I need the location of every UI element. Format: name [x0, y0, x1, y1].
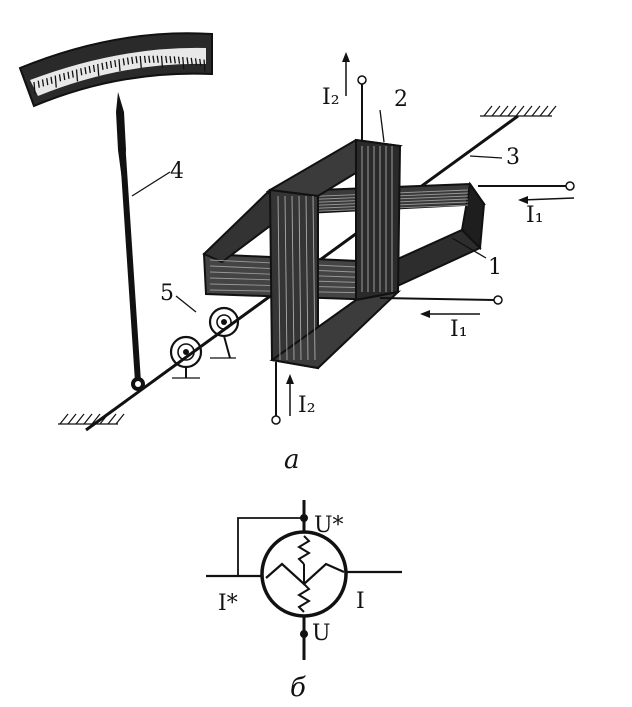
hatch-stroke [99, 413, 109, 425]
label-part-1: 1 [488, 255, 502, 280]
caption-b: б [290, 673, 306, 702]
scale-tick [152, 55, 155, 63]
scale-tick [139, 55, 142, 69]
scale-tick [80, 68, 83, 76]
scale-tick [194, 58, 198, 66]
scale-tick [58, 74, 62, 82]
scale-tick [199, 58, 202, 67]
scale-tick [135, 56, 138, 64]
hatch-stroke [483, 105, 493, 117]
hatch-stroke [515, 105, 525, 117]
scale-tick [156, 55, 159, 63]
schematic-terminal-U-star: U* [314, 513, 344, 538]
caption-a: а [284, 445, 300, 475]
scale-tick [122, 58, 125, 66]
scale-tick [92, 64, 96, 73]
scale-tick [33, 81, 36, 95]
hatch-stroke [67, 413, 77, 425]
scale-tick [88, 65, 91, 74]
scale-tick [177, 56, 181, 64]
leader-lines [131, 109, 503, 313]
hatch-stroke [491, 105, 501, 117]
scale-tick [165, 55, 168, 64]
scale-tick [50, 76, 53, 84]
scale-tick [101, 62, 104, 70]
coil-winding [291, 195, 295, 361]
schematic-terminal-I: I [356, 589, 365, 614]
coil-winding [298, 195, 302, 361]
scale-tick [71, 70, 74, 78]
hatch-stroke [547, 105, 557, 117]
scale-tick [105, 61, 108, 69]
current-leads [271, 52, 575, 425]
label-current-I1-right: I₁ [526, 203, 544, 228]
hatch-stroke [531, 105, 541, 117]
scale-tick [46, 78, 49, 86]
movable-coil [266, 138, 403, 370]
scale-tick [97, 63, 100, 76]
label-current-I2-bottom: I₂ [298, 393, 316, 418]
hatch-stroke [83, 413, 93, 425]
scale-tick [84, 67, 87, 75]
scale-tick [75, 69, 79, 82]
hatch-stroke [523, 105, 533, 117]
schematic-terminal-U: U [312, 621, 331, 646]
hatch-stroke [539, 105, 549, 117]
scale-tick [190, 57, 193, 65]
schematic-terminal-I-star: I* [218, 591, 238, 616]
hatch-stroke [115, 413, 125, 425]
scale-tick [54, 75, 57, 88]
scale-tick [118, 59, 121, 72]
scale-tick [131, 56, 134, 64]
scale-tick [37, 80, 40, 88]
scale-tick [109, 60, 113, 69]
scale-tick [67, 71, 70, 79]
scale-tick [63, 72, 66, 81]
hatch-stroke [107, 413, 117, 425]
scale-tick [173, 56, 176, 64]
scale-tick [114, 59, 117, 68]
instrument-scale [18, 32, 213, 108]
label-current-I1-lower: I₁ [450, 317, 468, 342]
scale-tick [186, 57, 189, 65]
scale-tick [41, 79, 45, 87]
label-part-2: 2 [394, 87, 408, 112]
coil-winding [277, 195, 281, 361]
scale-tick [148, 55, 151, 63]
spiral-springs [169, 306, 240, 378]
ground-symbols [58, 105, 557, 425]
scale-tick [126, 57, 130, 65]
coil-winding [312, 195, 316, 361]
coil-winding [305, 195, 309, 361]
label-part-3: 3 [506, 145, 520, 170]
scale-tick [160, 55, 164, 68]
label-part-5: 5 [160, 281, 174, 306]
hatch-stroke [91, 413, 101, 425]
scale-tick [143, 55, 147, 63]
hatch-stroke [75, 413, 85, 425]
hatch-stroke [59, 413, 69, 425]
hatch-stroke [499, 105, 509, 117]
scale-tick [169, 56, 172, 64]
pointer-arrow [116, 92, 145, 391]
label-current-I2-top: I₂ [322, 85, 340, 110]
coil-winding [284, 195, 288, 361]
wattmeter-schematic [206, 500, 402, 660]
label-part-4: 4 [170, 159, 184, 184]
scale-tick [182, 56, 185, 70]
hatch-stroke [507, 105, 517, 117]
scale-tick [203, 59, 206, 72]
